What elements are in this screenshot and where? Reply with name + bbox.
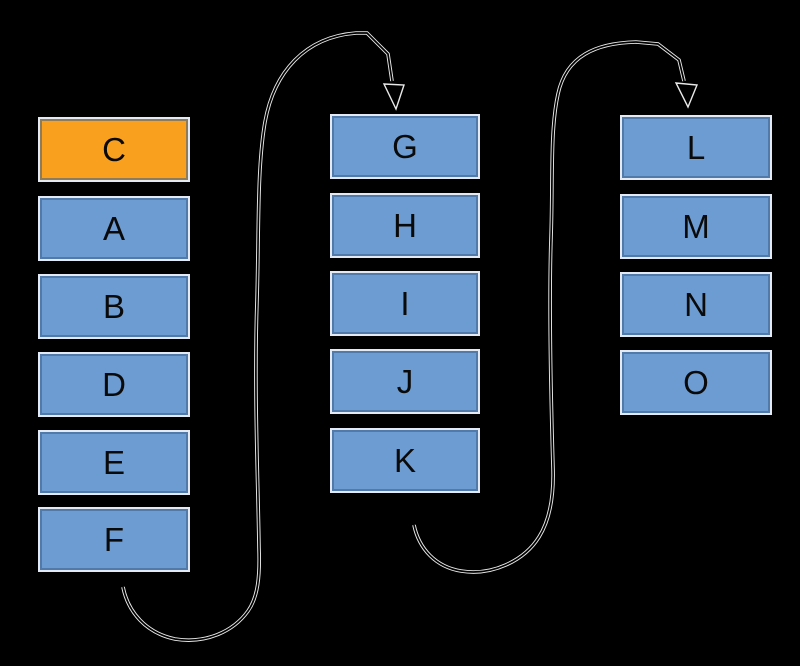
box-a: A: [38, 196, 190, 261]
box-f: F: [38, 507, 190, 572]
box-n: N: [620, 272, 772, 337]
box-label: M: [682, 208, 710, 245]
box-c: C: [38, 117, 190, 182]
box-label: K: [393, 442, 416, 479]
box-d: D: [38, 352, 190, 417]
box-label: D: [102, 366, 126, 403]
box-label: O: [683, 364, 709, 401]
box-m: M: [620, 194, 772, 259]
box-label: I: [400, 285, 410, 322]
box-i: I: [330, 271, 480, 336]
box-label: H: [393, 207, 417, 244]
box-label: L: [686, 129, 706, 166]
box-label: C: [102, 131, 126, 168]
box-label: B: [102, 288, 125, 325]
box-k: K: [330, 428, 480, 493]
box-label: N: [684, 286, 708, 323]
box-b: B: [38, 274, 190, 339]
box-g: G: [330, 114, 480, 179]
box-e: E: [38, 430, 190, 495]
box-j: J: [330, 349, 480, 414]
box-label: F: [103, 521, 125, 558]
box-label: A: [102, 210, 125, 247]
box-o: O: [620, 350, 772, 415]
box-label: J: [396, 363, 414, 400]
box-l: L: [620, 115, 772, 180]
box-h: H: [330, 193, 480, 258]
box-label: G: [392, 128, 418, 165]
box-label: E: [102, 444, 125, 481]
